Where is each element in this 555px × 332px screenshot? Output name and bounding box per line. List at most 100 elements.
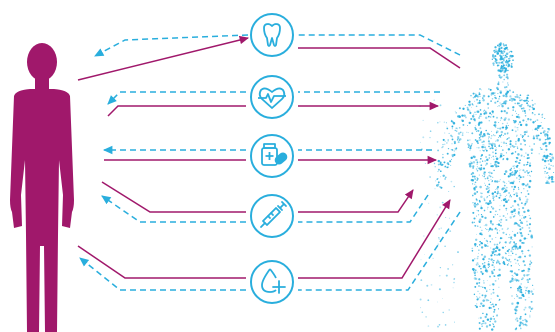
particle-dot bbox=[503, 86, 507, 89]
particle-dot bbox=[527, 157, 529, 159]
particle-dot bbox=[520, 134, 522, 136]
particle-dot bbox=[476, 169, 479, 172]
particle-dot bbox=[473, 221, 476, 223]
particle-dot bbox=[473, 187, 476, 190]
particle-dot bbox=[495, 132, 498, 134]
particle-dot bbox=[484, 267, 487, 269]
particle-dot bbox=[499, 241, 501, 244]
particle-dot bbox=[523, 109, 526, 113]
particle-dot bbox=[499, 215, 501, 217]
particle-dot bbox=[511, 171, 514, 173]
particle-dot bbox=[530, 148, 534, 151]
particle-dot bbox=[522, 269, 525, 272]
particle-dot bbox=[502, 231, 505, 234]
particle-dot bbox=[505, 46, 508, 50]
particle-dot bbox=[526, 237, 528, 239]
particle-dot bbox=[519, 123, 523, 127]
particle-dot bbox=[450, 180, 453, 183]
particle-dot bbox=[438, 324, 441, 326]
particle-dot bbox=[494, 134, 496, 137]
particle-dot bbox=[478, 121, 481, 124]
particle-dot bbox=[532, 121, 535, 124]
particle-dot bbox=[480, 302, 483, 305]
particle-dot bbox=[494, 320, 497, 323]
particle-dot bbox=[522, 241, 525, 245]
particle-dot bbox=[475, 238, 478, 241]
particle-dot bbox=[508, 263, 509, 265]
particle-dot bbox=[514, 126, 516, 128]
particle-dot bbox=[508, 192, 511, 194]
particle-dot bbox=[521, 202, 523, 204]
particle-dot bbox=[461, 114, 464, 117]
particle-dot bbox=[477, 290, 479, 293]
particle-dot bbox=[481, 154, 483, 156]
particle-dot bbox=[528, 108, 531, 111]
particle-dot bbox=[483, 255, 487, 258]
particle-dot bbox=[504, 201, 506, 203]
particle-dot bbox=[545, 156, 548, 159]
particle-dot bbox=[479, 95, 481, 98]
particle-dot bbox=[520, 100, 522, 102]
particle-dot bbox=[486, 158, 489, 162]
particle-dot bbox=[506, 77, 509, 80]
node-blood-drop bbox=[250, 260, 294, 304]
connectors bbox=[77, 34, 461, 291]
particle-dot bbox=[470, 117, 473, 121]
particle-dot bbox=[494, 121, 497, 124]
particle-dot bbox=[440, 227, 442, 229]
particle-dot bbox=[464, 116, 467, 119]
particle-dot bbox=[506, 145, 508, 147]
particle-dot bbox=[470, 94, 472, 97]
particle-dot bbox=[523, 264, 526, 267]
particle-dot bbox=[494, 126, 497, 128]
particle-dot bbox=[550, 178, 554, 181]
particle-dot bbox=[488, 157, 490, 159]
particle-dot bbox=[519, 215, 521, 217]
particle-dot bbox=[476, 177, 478, 179]
particle-dot bbox=[436, 184, 439, 187]
particle-dot bbox=[505, 252, 507, 255]
particle-dot bbox=[520, 192, 523, 194]
particle-dot bbox=[479, 244, 481, 246]
particle-dot bbox=[541, 114, 543, 116]
particle-dot bbox=[472, 211, 475, 214]
particle-dot bbox=[500, 117, 503, 120]
particle-dot bbox=[499, 90, 501, 92]
particle-dot bbox=[513, 167, 515, 169]
particle-dot bbox=[511, 173, 514, 176]
particle-dot bbox=[476, 147, 478, 149]
particle-dot bbox=[528, 254, 532, 257]
particle-dot bbox=[482, 98, 485, 102]
particle-dot bbox=[490, 165, 493, 168]
particle-dot bbox=[519, 290, 522, 293]
particle-dot bbox=[454, 110, 456, 112]
particle-dot bbox=[442, 298, 443, 299]
particle-dot bbox=[503, 70, 506, 74]
particle-dot bbox=[479, 168, 482, 171]
particle-dot bbox=[550, 180, 554, 183]
particle-dot bbox=[524, 202, 527, 205]
particle-dot bbox=[495, 59, 498, 62]
particle-dot bbox=[443, 121, 446, 123]
particle-dot bbox=[438, 238, 441, 240]
particle-dot bbox=[470, 160, 472, 163]
particle-dot bbox=[467, 146, 470, 149]
particle-dot bbox=[553, 158, 555, 160]
particle-dot bbox=[483, 175, 485, 178]
particle-dot bbox=[438, 186, 440, 188]
particle-dot bbox=[491, 147, 494, 150]
particle-dot bbox=[490, 206, 493, 208]
particle-dot bbox=[461, 134, 464, 137]
particle-dot bbox=[471, 171, 475, 175]
particle-dot bbox=[541, 127, 544, 129]
particle-dot bbox=[508, 89, 511, 92]
particle-dot bbox=[483, 110, 485, 112]
particle-dot bbox=[483, 95, 485, 97]
particle-dot bbox=[505, 207, 508, 210]
particle-dot bbox=[442, 146, 444, 148]
particle-dot bbox=[494, 94, 496, 97]
particle-dot bbox=[516, 134, 518, 136]
particle-dot bbox=[524, 115, 527, 117]
particle-dot bbox=[480, 206, 483, 210]
